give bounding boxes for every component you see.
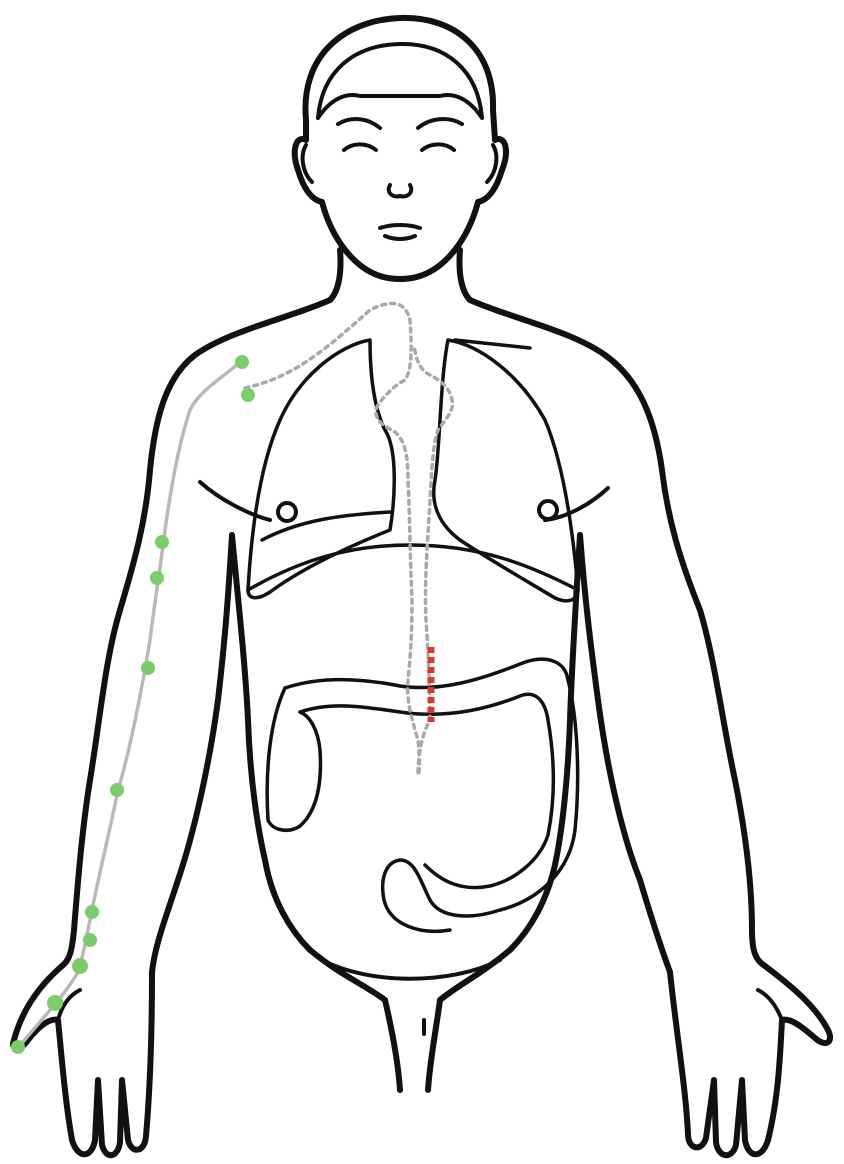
right-shoulder-arm-outer — [470, 300, 765, 966]
left-eyebrow — [338, 119, 380, 128]
arm-meridian-line — [18, 362, 240, 1048]
acupoint — [155, 535, 169, 549]
acupoint — [11, 1040, 25, 1054]
nose — [389, 185, 412, 196]
acupoint — [241, 388, 255, 402]
right-arm-inner — [580, 535, 670, 972]
left-ear — [303, 145, 312, 182]
right-hand — [670, 966, 830, 1155]
left-arm-inner — [152, 535, 232, 972]
acupoint — [141, 661, 155, 675]
torso — [62, 250, 765, 1090]
left-nipple — [278, 503, 296, 521]
neck-left — [330, 250, 341, 300]
acupoint — [150, 571, 164, 585]
acupoint — [83, 933, 97, 947]
transverse-colon-lower — [300, 694, 548, 720]
right-thumb-line — [758, 990, 782, 1020]
left-hand-outline — [13, 966, 152, 1155]
transverse-colon-upper — [285, 659, 568, 688]
left-eye — [344, 144, 376, 150]
acupoint — [72, 958, 88, 974]
right-nipple — [539, 501, 557, 519]
acupoint — [47, 995, 63, 1011]
internal-meridian-path — [245, 303, 453, 775]
left-leg — [385, 1000, 400, 1090]
neck-right — [459, 250, 470, 300]
right-hand-outline — [670, 966, 830, 1155]
right-ear — [487, 145, 496, 182]
left-hand — [13, 966, 152, 1155]
acupoint — [235, 355, 249, 369]
right-leg — [428, 1000, 440, 1090]
hairline — [318, 44, 482, 118]
lungs — [248, 340, 578, 601]
internal-meridian — [245, 303, 453, 775]
right-eyebrow — [418, 119, 462, 128]
right-eye — [422, 144, 454, 150]
acupoint — [85, 905, 99, 919]
descending-colon-inner — [425, 720, 553, 888]
right-lung — [434, 340, 578, 601]
mouth — [380, 225, 420, 239]
acupoint — [110, 783, 124, 797]
pelvis-line — [310, 950, 510, 1000]
arm-meridian — [18, 362, 240, 1048]
intestines — [267, 659, 577, 931]
head — [295, 18, 506, 279]
